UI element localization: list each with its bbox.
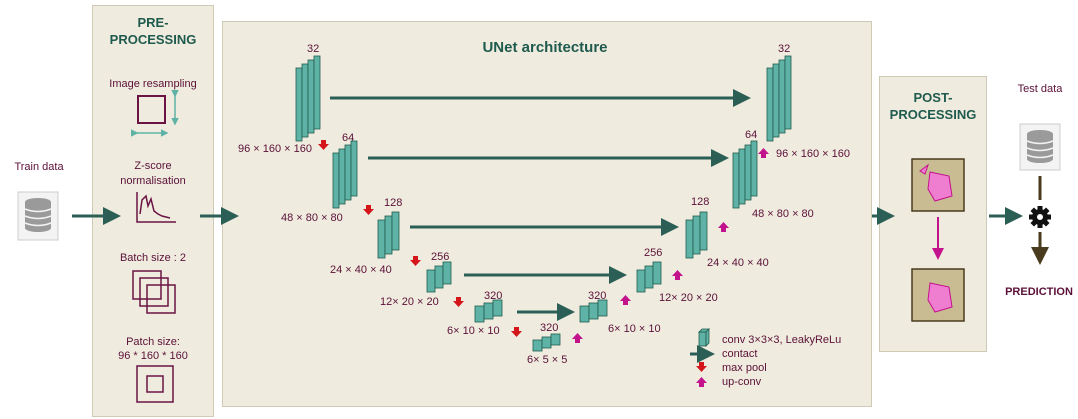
- enc3-dims: 24 × 40 × 40: [330, 264, 392, 276]
- dec4-dims: 12× 20 × 20: [659, 292, 718, 304]
- dec2-block: [732, 140, 758, 209]
- bottleneck-channels: 320: [540, 322, 559, 334]
- postprocessing-title: POST- PROCESSING: [889, 90, 977, 122]
- preproc-item-patch-dims: 96 * 160 * 160: [118, 350, 188, 362]
- train-database-icon: [17, 191, 59, 241]
- dec5-block: [579, 299, 608, 323]
- patch-icon: [136, 365, 174, 403]
- dec3-block: [685, 211, 708, 259]
- dec2-dims: 48 × 80 × 80: [752, 208, 814, 220]
- dec3-dims: 24 × 40 × 40: [707, 257, 769, 269]
- enc2-block: [332, 140, 358, 209]
- enc4-dims: 12× 20 × 20: [380, 296, 439, 308]
- dec1-channels: 32: [778, 43, 791, 55]
- enc3-channels: 128: [384, 197, 403, 209]
- enc4-block: [426, 261, 452, 293]
- enc4-channels: 256: [431, 251, 450, 263]
- legend-conv-label: conv 3×3×3, LeakyReLu: [722, 334, 842, 346]
- dec4-channels: 256: [644, 247, 663, 259]
- test-data-label: Test data: [1017, 83, 1063, 95]
- batch-icon: [132, 270, 176, 314]
- postprocessing-panel: [879, 76, 987, 352]
- skip-connections: [330, 89, 751, 321]
- bottleneck-block: [532, 333, 561, 352]
- enc1-channels: 32: [307, 43, 320, 55]
- enc1-block: [295, 55, 321, 142]
- enc5-block: [474, 299, 503, 323]
- preproc-item-patch: Patch size:: [126, 336, 180, 348]
- legend-conv-icon: [698, 328, 710, 347]
- enc5-dims: 6× 10 × 10: [447, 325, 500, 337]
- legend-maxpool-label: max pool: [722, 362, 767, 374]
- zscore-histogram-icon: [136, 192, 176, 223]
- dec1-dims: 96 × 160 × 160: [776, 148, 851, 160]
- prediction-label: PREDICTION: [1005, 286, 1073, 298]
- test-database-icon: [1019, 123, 1061, 171]
- postproc-image-after: [911, 268, 965, 322]
- dec4-block: [636, 261, 662, 293]
- dec2-channels: 64: [745, 129, 758, 141]
- enc1-dims: 96 × 160 × 160: [238, 143, 313, 155]
- bottleneck-dims: 6× 5 × 5: [527, 354, 568, 366]
- gear-icon: [1029, 206, 1051, 228]
- unet-blocks: [295, 55, 792, 352]
- preprocessing-title: PRE- PROCESSING: [109, 15, 197, 47]
- preproc-item-zscore: Z-score normalisation: [120, 160, 186, 187]
- enc2-dims: 48 × 80 × 80: [281, 212, 343, 224]
- enc5-channels: 320: [484, 290, 503, 302]
- enc3-block: [377, 211, 400, 259]
- train-data-label: Train data: [14, 161, 64, 173]
- dec3-channels: 128: [691, 196, 710, 208]
- postproc-image-before: [911, 158, 965, 212]
- maxpool-arrows: [318, 140, 707, 372]
- preproc-item-batch: Batch size : 2: [119, 252, 187, 264]
- legend-upconv-label: up-conv: [722, 376, 762, 388]
- dec1-block: [766, 55, 792, 142]
- unet-title: UNet architecture: [482, 39, 608, 56]
- preproc-item-resampling: Image resampling: [109, 78, 197, 90]
- dec5-channels: 320: [588, 290, 607, 302]
- dec5-dims: 6× 10 × 10: [608, 323, 661, 335]
- legend-contact-label: contact: [722, 348, 758, 360]
- upconv-arrows: [572, 148, 769, 387]
- resampling-icon: [131, 90, 179, 137]
